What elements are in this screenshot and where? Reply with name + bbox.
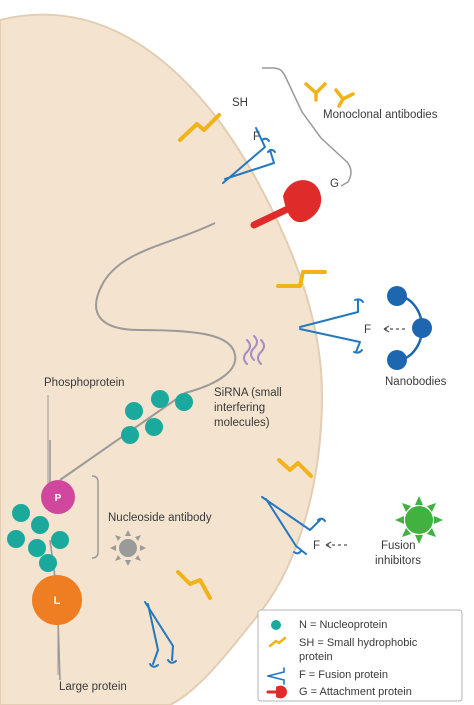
rna-strand: [59, 222, 237, 481]
label-g: G: [330, 178, 339, 190]
nucleoprotein-cluster-upper: [121, 390, 193, 444]
legend-item-nucleoprotein: N = Nucleoprotein: [299, 619, 387, 631]
cell-body: [0, 13, 324, 705]
fusion-protein-2: [299, 298, 364, 354]
nucleoside-antibody-icon: [110, 530, 146, 566]
label-f-nano: F: [364, 324, 371, 336]
label-large-protein: Large protein: [59, 681, 127, 693]
label-nanobodies: Nanobodies: [385, 376, 447, 388]
attachment-protein-g: [250, 180, 322, 229]
fusion-protein-4: [144, 601, 177, 668]
legend-item-attachment: G = Attachment protein: [299, 686, 412, 698]
fusion-inhibitor-arrow: [325, 541, 347, 549]
legend-item-sh: SH = Small hydrophobic: [299, 637, 418, 649]
fusion-inhibitor-icon: [395, 496, 443, 544]
sh-protein-group: [176, 113, 327, 600]
fusion-protein-3: [261, 496, 326, 555]
label-monoclonal: Monoclonal antibodies: [323, 109, 438, 121]
large-protein-letter: L: [54, 595, 61, 607]
legend-item-sh-cont: protein: [299, 651, 333, 663]
fusion-protein-group: [144, 127, 364, 668]
nanobodies-icon: [387, 286, 432, 370]
legend-box: [257, 609, 463, 702]
sirna-icon: [243, 335, 265, 365]
label-sirna-2: interfering: [214, 402, 265, 414]
label-fusion-1: Fusion: [381, 540, 416, 552]
legend: N = Nucleoprotein SH = Small hydrophobic…: [257, 609, 463, 702]
legend-item-fusion: F = Fusion protein: [299, 669, 388, 681]
phosphoprotein-node: [41, 480, 75, 514]
label-nucleoside: Nucleoside antibody: [108, 512, 212, 524]
fusion-protein-icon: [267, 667, 285, 685]
large-protein-node: [32, 575, 82, 625]
monoclonal-antibodies-icon: [304, 82, 355, 108]
sh-protein-4: [176, 570, 212, 600]
label-fusion-2: inhibitors: [375, 555, 421, 567]
label-f-top: F: [253, 131, 260, 143]
phosphoprotein-letter: P: [55, 493, 62, 504]
label-sh: SH: [232, 97, 248, 109]
label-f-fusion: F: [313, 540, 320, 552]
fusion-protein-1: [222, 127, 276, 184]
small-hydrophobic-icon: [268, 636, 287, 648]
nucleoprotein-cluster-lower: [7, 504, 69, 572]
attachment-protein-icon: [266, 685, 287, 699]
label-sirna-3: molecules): [214, 417, 270, 429]
sh-protein-1: [178, 113, 221, 142]
nanobody-arrow: [383, 325, 405, 333]
monoclonal-bracket: [262, 67, 352, 187]
label-sirna-1: SiRNA (small: [214, 387, 282, 399]
nucleoprotein-dot-icon: [271, 620, 281, 630]
label-phosphoprotein: Phosphoprotein: [44, 377, 125, 389]
nucleoside-bracket: [91, 475, 99, 559]
sh-protein-3: [277, 458, 313, 478]
sh-protein-2: [276, 270, 327, 288]
